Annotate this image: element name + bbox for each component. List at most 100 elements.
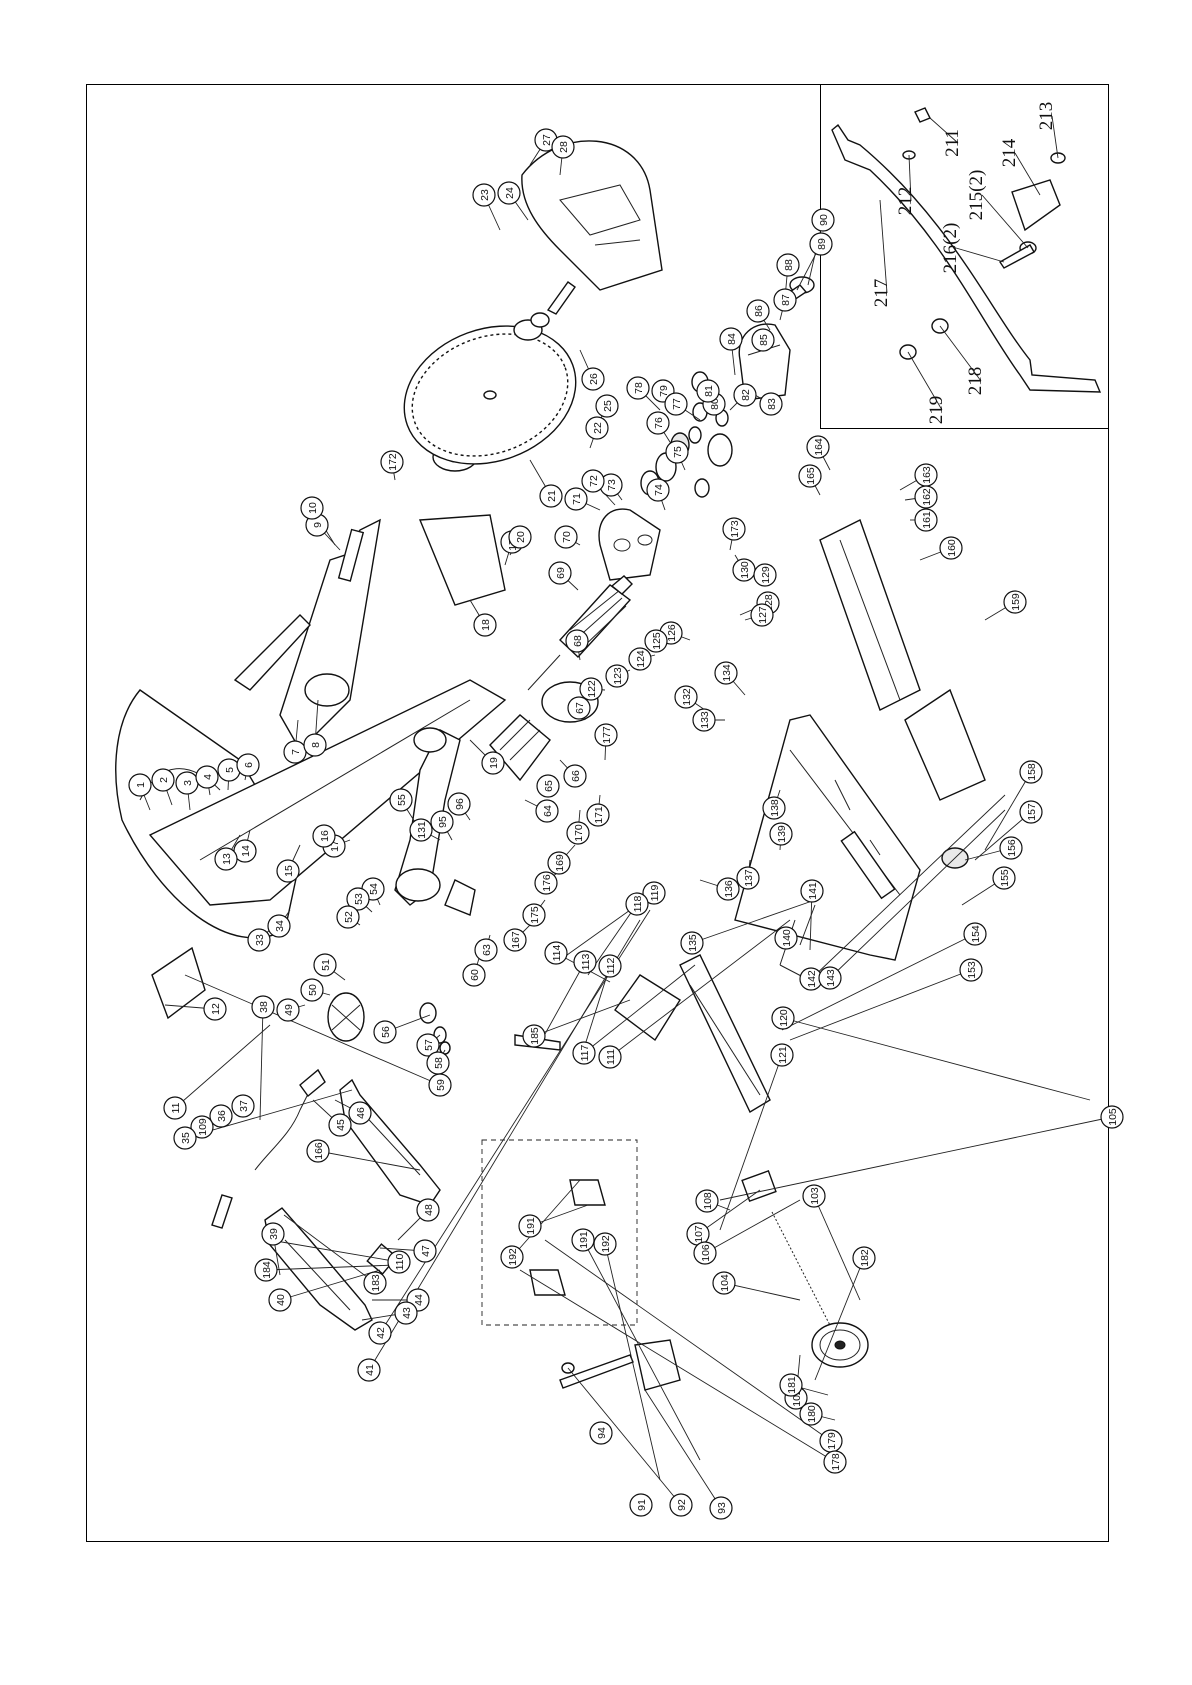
callout-label: 176 [541,874,553,892]
callout-56: 56 [373,1020,397,1044]
callout-142: 142 [799,967,823,991]
callout-48: 48 [416,1198,440,1222]
callout-label: 136 [723,880,735,898]
callout-69: 69 [548,561,572,585]
callout-circle [579,677,603,701]
callout-label: 92 [676,1499,688,1511]
callout-label: 69 [555,567,567,579]
callout-label: 104 [719,1274,731,1292]
callout-circle [303,733,327,757]
callout-label: 74 [653,484,665,496]
callout-circle [571,1228,595,1252]
callout-40: 40 [268,1288,292,1312]
callout-circle [573,950,597,974]
diagram-frame [86,84,1109,1542]
callout-circle [572,1041,596,1065]
callout-label: 50 [307,984,319,996]
leader-line-104 [723,1282,801,1301]
callout-label: 14 [240,845,252,857]
callout-120: 120 [771,1006,795,1030]
callout-label: 110 [394,1253,406,1270]
callout-circle [594,723,618,747]
callout-circle [644,629,668,653]
callout-circle [595,394,619,418]
callout-label: 76 [653,417,665,429]
callout-circle [589,1421,613,1445]
callout-circle [598,1045,622,1069]
callout-circle [163,1096,187,1120]
callout-circle [508,525,532,549]
callout-label: 121 [777,1046,789,1064]
inset-leader-217 [879,199,888,294]
callout-label: 85 [758,334,770,346]
callout-circle [190,1115,214,1139]
callout-label: 49 [283,1004,295,1016]
callout-circle [173,1126,197,1150]
callout-label: 75 [672,446,684,458]
callout-circle [779,1373,803,1397]
callout-label: 19 [488,757,500,769]
callout-105: 105 [1100,1105,1124,1129]
callout-circle [800,879,824,903]
callout-label: 82 [740,389,752,401]
callout-circle [261,1222,285,1246]
leader-line-40 [279,1269,381,1301]
callout-circle [1100,1105,1124,1129]
callout-label: 156 [1006,839,1018,857]
callout-119: 119 [642,881,666,905]
callout-53: 53 [346,887,370,911]
callout-16: 16 [312,824,336,848]
callout-label: 155 [999,869,1011,887]
callout-12: 12 [203,997,227,1021]
callout-label: 191 [578,1231,590,1249]
callout-112: 112 [598,954,622,978]
callout-label: 63 [481,944,493,956]
callout-192: 192 [500,1245,524,1269]
callout-label: 73 [606,479,618,491]
callout-label: 157 [1026,803,1038,821]
callout-circle [709,1496,733,1520]
callout-153: 153 [959,958,983,982]
callout-label: 6 [243,762,255,768]
callout-35: 35 [173,1126,197,1150]
callout-label: 142 [806,970,818,988]
callout-label: 103 [809,1187,821,1205]
callout-127: 127 [750,603,774,627]
callout-93: 93 [709,1496,733,1520]
callout-circle [696,379,720,403]
callout-label: 5 [224,767,236,773]
callout-42: 42 [368,1321,392,1345]
callout-65: 65 [536,774,560,798]
callout-label: 44 [413,1294,425,1306]
callout-179: 179 [819,1429,843,1453]
callout-circle [769,822,793,846]
callout-49: 49 [276,998,300,1022]
callout-76: 76 [646,411,670,435]
callout-circle [692,708,716,732]
callout-113: 113 [573,950,597,974]
callout-74: 74 [646,478,670,502]
callout-circle [357,1358,381,1382]
callout-circle [251,995,275,1019]
callout-circle [811,208,835,232]
leader-line-192 [511,1179,581,1258]
callout-circle [276,998,300,1022]
callout-circle [625,892,649,916]
callout-circle [547,851,571,875]
callout-label: 185 [529,1027,541,1045]
leader-line-106 [704,1199,801,1254]
callout-circle [536,774,560,798]
callout-circle [646,478,670,502]
callout-label: 135 [687,934,699,952]
callout-77: 77 [664,392,688,416]
callout-143: 143 [818,966,842,990]
callout-180: 180 [799,1402,823,1426]
callout-circle [209,1104,233,1128]
callout-label: 139 [776,825,788,843]
callout-28: 28 [551,135,575,159]
callout-130: 130 [732,558,756,582]
callout-label: 93 [716,1502,728,1514]
callout-label: 106 [700,1244,712,1262]
callout-circle [128,773,152,797]
callout-circle [522,903,546,927]
